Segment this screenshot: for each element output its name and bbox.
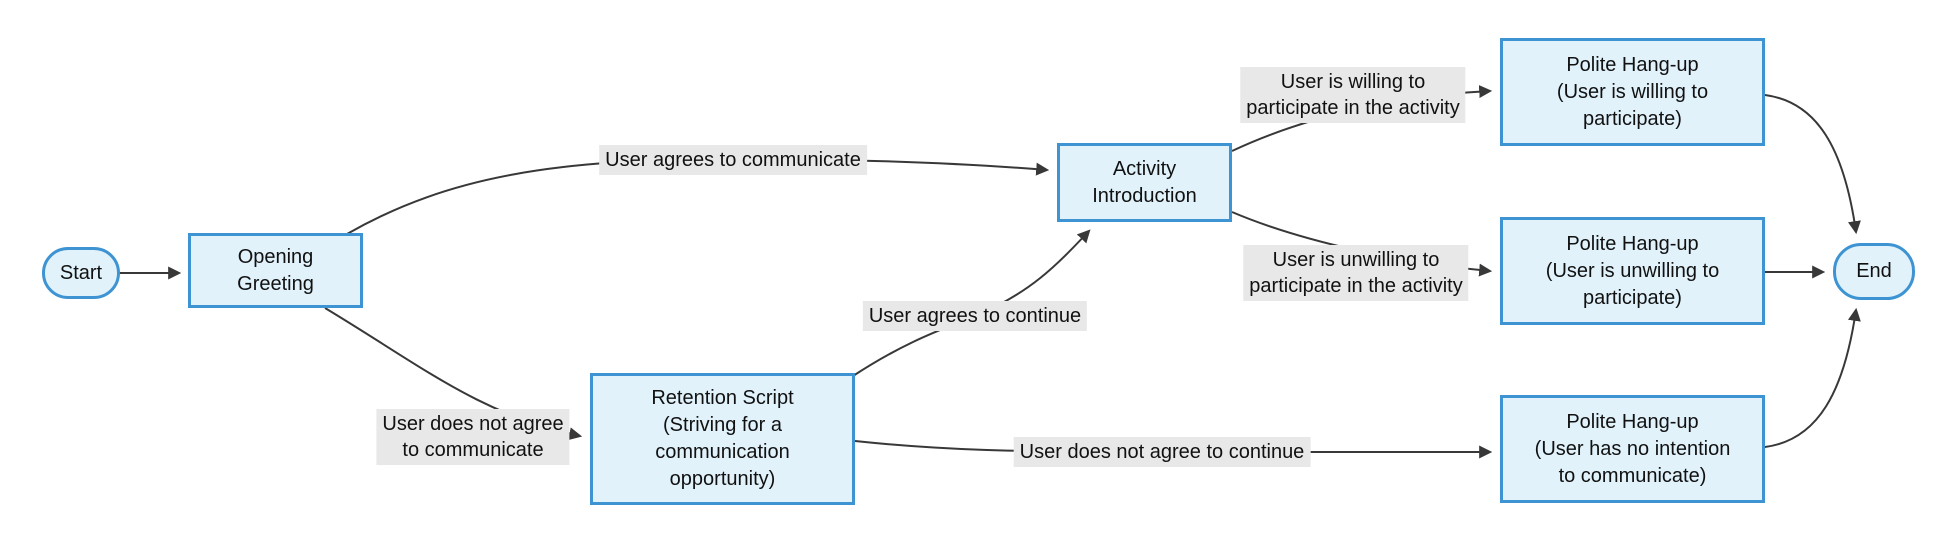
edge-label-user-does-not-agree-to-communicate: User does not agree to communicate (376, 409, 570, 465)
edge-label-user-agrees-to-communicate: User agrees to communicate (599, 145, 867, 175)
node-polite-hangup-no-intention: Polite Hang-up (User has no intention to… (1500, 395, 1765, 503)
edge-hangup-willing-to-end (1764, 94, 1861, 235)
node-polite-hangup-willing: Polite Hang-up (User is willing to parti… (1500, 38, 1765, 146)
node-end: End (1833, 243, 1915, 300)
node-retention-script: Retention Script (Striving for a communi… (590, 373, 855, 505)
node-opening-greeting: Opening Greeting (188, 233, 363, 308)
edge-label-user-is-willing-to-participate: User is willing to participate in the ac… (1240, 67, 1466, 123)
edge-label-user-is-unwilling-to-participate: User is unwilling to participate in the … (1243, 245, 1469, 301)
node-start: Start (42, 247, 120, 299)
edge-label-user-agrees-to-continue: User agrees to continue (862, 301, 1088, 331)
node-activity-introduction: Activity Introduction (1057, 143, 1232, 222)
edge-hangup-no-intention-to-end (1764, 307, 1861, 448)
edge-label-user-does-not-agree-to-continue: User does not agree to continue (1013, 437, 1311, 467)
node-polite-hangup-unwilling: Polite Hang-up (User is unwilling to par… (1500, 217, 1765, 325)
